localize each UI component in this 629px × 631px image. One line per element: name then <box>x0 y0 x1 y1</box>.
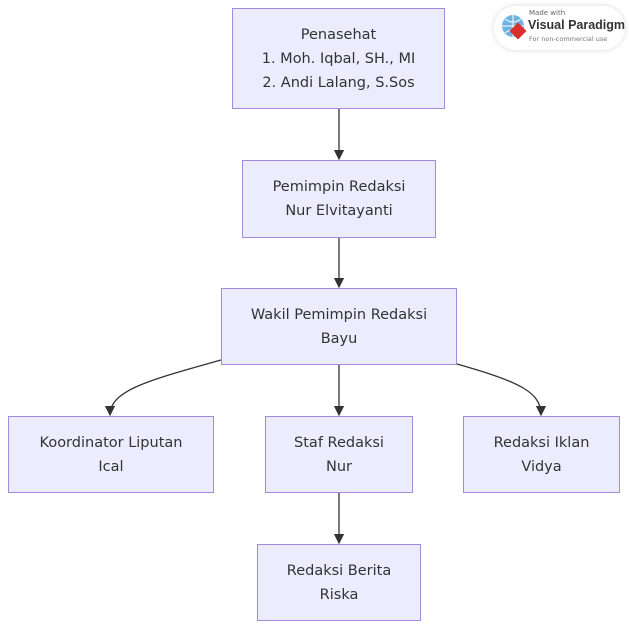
node-person: Nur Elvitayanti <box>285 203 393 219</box>
node-person: Ical <box>98 458 124 475</box>
node-koordinator-liputan: Koordinator Liputan Ical <box>8 416 214 493</box>
node-title: Koordinator Liputan <box>39 434 183 451</box>
node-title: Redaksi Iklan <box>493 434 590 451</box>
node-member-2: 2. Andi Lalang, S.Sos <box>262 74 415 91</box>
node-redaksi-berita: Redaksi Berita Riska <box>257 544 421 621</box>
node-person: Riska <box>319 586 359 603</box>
watermark-line1: Made with <box>529 9 566 17</box>
node-pemimpin-redaksi: Pemimpin Redaksi Nur Elvitayanti <box>242 160 436 238</box>
edge-wakil-iklan <box>456 363 547 417</box>
node-person: Vidya <box>521 458 562 475</box>
node-title: Wakil Pemimpin Redaksi <box>250 306 428 323</box>
node-title: Penasehat <box>300 26 377 43</box>
node-redaksi-iklan: Redaksi Iklan Vidya <box>463 416 620 493</box>
node-title: Pemimpin Redaksi <box>272 179 406 195</box>
watermark-line2: Visual Paradigm <box>528 18 626 32</box>
node-person: Bayu <box>320 330 358 347</box>
node-wakil-pemimpin-redaksi: Wakil Pemimpin Redaksi Bayu <box>221 288 457 365</box>
visual-paradigm-watermark: Made with Visual Paradigm For non-commer… <box>494 6 625 50</box>
node-penasehat: Penasehat 1. Moh. Iqbal, SH., MI 2. Andi… <box>232 8 445 109</box>
node-member-1: 1. Moh. Iqbal, SH., MI <box>261 50 416 67</box>
node-staf-redaksi: Staf Redaksi Nur <box>265 416 413 493</box>
visual-paradigm-logo-icon <box>502 15 527 40</box>
node-person: Nur <box>326 458 352 475</box>
watermark-line3: For non-commercial use <box>529 35 608 43</box>
node-title: Staf Redaksi <box>294 434 384 451</box>
node-title: Redaksi Berita <box>286 562 392 579</box>
edge-wakil-koordinator <box>104 359 222 417</box>
